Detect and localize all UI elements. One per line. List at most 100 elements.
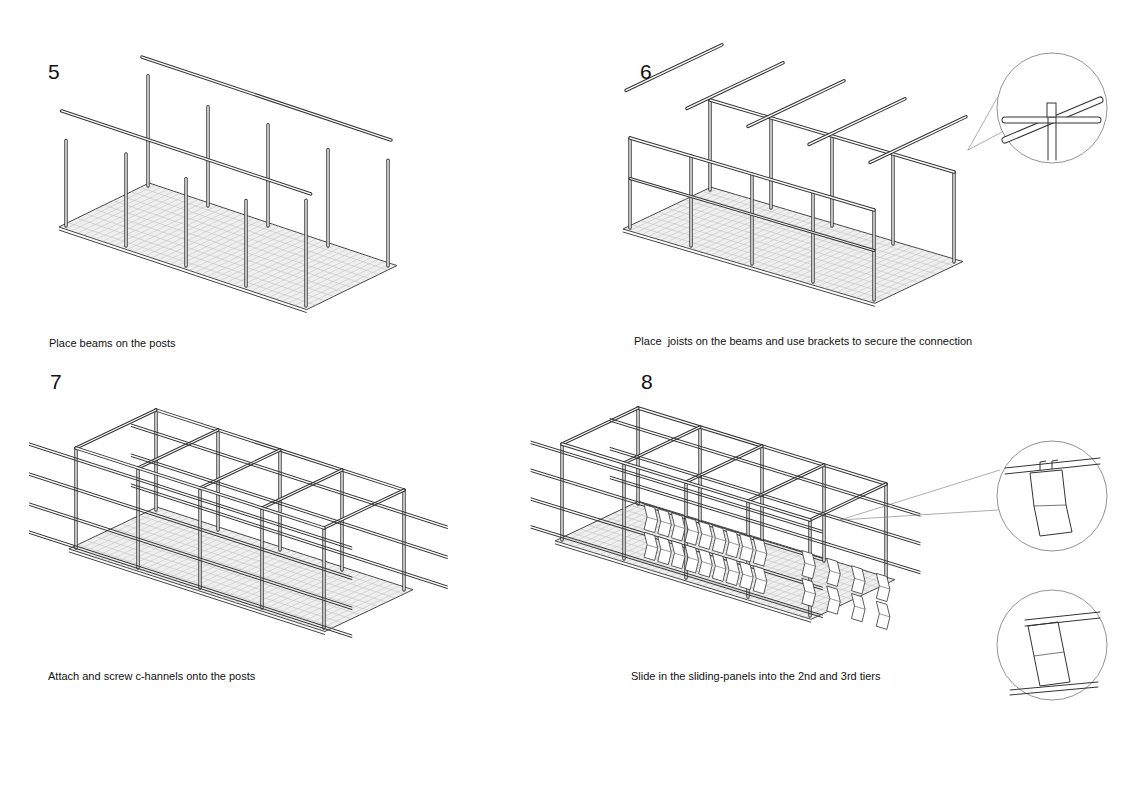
step-caption: Attach and screw c-hannels onto the post…	[48, 670, 255, 682]
sliding-panel	[726, 530, 740, 558]
floor-grid	[68, 223, 316, 306]
sliding-panel	[671, 541, 685, 569]
floor-grid	[641, 221, 893, 295]
floor-grid	[87, 541, 343, 624]
beam	[710, 100, 954, 172]
beam	[638, 408, 886, 484]
post	[260, 508, 263, 608]
panel-fold	[647, 545, 658, 548]
sliding-panel	[712, 553, 726, 581]
sliding-panel	[740, 562, 754, 590]
panel-fold	[805, 591, 816, 594]
sliding-panel	[644, 504, 658, 532]
c-channel	[30, 446, 352, 550]
floor-deck	[623, 187, 963, 303]
sliding-panel	[644, 532, 658, 560]
post	[891, 154, 894, 244]
detail-panel-fold	[1034, 505, 1066, 506]
post	[952, 172, 955, 262]
step-number: 7	[50, 370, 62, 394]
post	[64, 140, 67, 226]
panel-fold	[855, 578, 866, 581]
c-channel	[131, 454, 447, 556]
panel-fold	[879, 614, 890, 617]
post	[689, 156, 692, 246]
post	[184, 179, 187, 266]
step-number: 8	[641, 370, 653, 394]
panel-fold	[743, 574, 754, 577]
sliding-panel	[726, 557, 740, 585]
post	[185, 179, 186, 266]
detail-callout	[997, 590, 1107, 700]
post	[65, 140, 66, 226]
floor-grid	[77, 218, 325, 301]
post	[75, 448, 76, 548]
panel-fold	[830, 598, 841, 601]
floor-grid	[78, 545, 334, 628]
joist	[687, 63, 783, 109]
detail-post	[1048, 118, 1049, 160]
detail-channel	[1010, 682, 1098, 690]
post	[953, 172, 954, 262]
c-channel	[531, 528, 822, 617]
detail-panel-fold	[1034, 652, 1064, 656]
sliding-panel	[802, 578, 816, 606]
c-channel	[131, 484, 447, 586]
c-channel	[610, 479, 920, 574]
beam	[62, 111, 311, 194]
c-channel	[131, 457, 447, 559]
detail-callout	[997, 441, 1107, 551]
detail-beam	[1005, 117, 1098, 124]
post	[125, 154, 126, 246]
joist	[76, 410, 156, 448]
floor-grid	[113, 201, 361, 284]
post	[206, 107, 209, 206]
floor-grid	[693, 196, 945, 270]
post	[199, 488, 200, 588]
floor-edge	[555, 544, 811, 622]
panel-fold	[715, 566, 726, 569]
beam	[142, 57, 391, 140]
post	[304, 200, 307, 306]
sliding-panel	[852, 566, 866, 594]
floor-edge	[59, 230, 307, 313]
floor-grid	[632, 225, 884, 299]
sliding-panel	[699, 521, 713, 549]
joist	[687, 63, 783, 109]
panel-fold	[756, 550, 767, 553]
sliding-panel	[827, 558, 841, 586]
c-channel	[30, 531, 352, 635]
panel-fold	[855, 606, 866, 609]
rail	[630, 179, 874, 251]
beam	[76, 448, 324, 528]
joist	[626, 45, 722, 91]
detail-panel	[1028, 622, 1070, 686]
post	[628, 138, 631, 228]
c-channel	[30, 473, 352, 577]
post	[751, 174, 752, 264]
c-channel	[30, 534, 352, 638]
sliding-panel	[802, 551, 816, 579]
panel-fold	[879, 586, 890, 589]
floor-grid	[86, 214, 334, 297]
beam	[142, 57, 391, 140]
step-number: 6	[640, 60, 652, 84]
detail-channel	[1025, 618, 1100, 626]
step-caption: Place joists on the beams and use bracke…	[634, 335, 972, 347]
panel-fold	[805, 563, 816, 566]
post	[124, 154, 127, 246]
sliding-panel	[876, 601, 890, 629]
panel-fold	[702, 534, 713, 537]
joist	[748, 81, 844, 127]
c-channel	[30, 443, 352, 547]
detail-joist	[1005, 100, 1100, 140]
rail	[630, 179, 874, 251]
floor-grid	[95, 536, 351, 619]
floor-deck	[59, 183, 397, 310]
post	[137, 468, 138, 568]
post	[561, 444, 562, 540]
step-number: 5	[48, 60, 60, 84]
post	[892, 154, 893, 244]
post	[708, 100, 711, 190]
post	[629, 138, 630, 228]
